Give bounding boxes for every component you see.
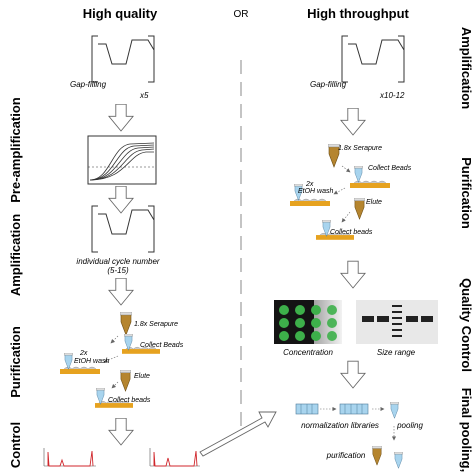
left-individual-cycle-label: individual cycle number	[76, 257, 159, 266]
arrow-left-2	[108, 186, 134, 214]
arrow-right-2	[340, 260, 366, 289]
left-tube-2-icon	[64, 353, 73, 370]
normalization-strip-icons	[295, 402, 403, 469]
right-gap-filling-label: Gap-filling	[310, 80, 347, 89]
left-cycle-count: x5	[139, 91, 149, 100]
left-serapure-label: 1.8x Serapure	[134, 321, 178, 328]
right-plate-2-icon	[290, 198, 330, 206]
arrow-right-1	[340, 108, 366, 136]
left-elute-tube-icon	[120, 370, 131, 392]
purification-label: purification	[326, 451, 366, 460]
left-amplification-profile	[91, 205, 155, 253]
left-plate-2-icon	[60, 366, 100, 374]
left-serapure-tube-icon	[120, 312, 132, 336]
arrow-left-4	[108, 418, 134, 446]
left-etoh-wash-label: EtOH wash	[74, 358, 110, 365]
final-tube-icon	[394, 452, 403, 469]
arrow-right-3	[340, 360, 366, 389]
stage-label-pre-amplification: Pre-amplification	[8, 97, 23, 203]
left-elute-label: Elute	[134, 373, 150, 380]
header-or: OR	[234, 9, 249, 20]
stage-label-right-final-pooling: Final pooling,	[459, 388, 474, 473]
concentration-plate-image	[274, 300, 342, 344]
pooling-label: pooling	[396, 421, 423, 430]
purification-tube-icon	[372, 446, 382, 466]
right-tube-1-icon	[354, 166, 363, 183]
size-range-label: Size range	[377, 348, 416, 357]
size-range-gel-image	[356, 300, 438, 344]
arrow-left-3	[108, 278, 134, 306]
stage-label-control: Control	[8, 422, 23, 468]
right-serapure-label: 1.8x Serapure	[338, 145, 382, 152]
qpcr-curve-chart	[87, 135, 157, 185]
left-etoh-count-label: 2x	[79, 350, 88, 357]
concentration-label: Concentration	[283, 348, 333, 357]
right-purification-steps	[290, 144, 390, 240]
arrow-left-1	[108, 104, 134, 132]
right-pcr-profile	[341, 35, 405, 83]
stage-label-amplification: Amplification	[8, 214, 23, 296]
right-etoh-count-label: 2x	[305, 181, 314, 188]
stage-label-right-purification: Purification	[459, 157, 474, 229]
stage-label-right-quality-control: Quality Control	[459, 278, 474, 372]
left-gap-filling-label: Gap-filling	[70, 80, 107, 89]
left-pcr-profile	[91, 35, 155, 83]
right-elute-label: Elute	[366, 199, 382, 206]
right-plate-1-icon	[350, 180, 390, 188]
header-high-throughput: High throughput	[307, 6, 409, 21]
pooling-tube-icon	[390, 402, 399, 419]
left-collect-beads-2-label: Collect beads	[108, 397, 151, 404]
right-collect-beads-2-label: Collect beads	[330, 229, 373, 236]
left-cycle-range-label: (5-15)	[107, 266, 129, 275]
right-elute-tube-icon	[354, 198, 365, 220]
right-cycle-count: x10-12	[379, 91, 405, 100]
header-high-quality: High quality	[83, 6, 158, 21]
stage-label-purification: Purification	[8, 326, 23, 398]
stage-label-right-amplification: Amplification	[459, 27, 474, 109]
arrow-to-final-pooling	[199, 411, 277, 457]
normalization-label: normalization libraries	[301, 421, 379, 430]
right-collect-beads-1-label: Collect Beads	[368, 165, 412, 172]
left-purification-steps	[60, 312, 160, 408]
right-etoh-wash-label: EtOH wash	[298, 188, 334, 195]
left-bioanalyzer-traces	[43, 448, 200, 467]
left-collect-beads-1-label: Collect Beads	[140, 342, 184, 349]
